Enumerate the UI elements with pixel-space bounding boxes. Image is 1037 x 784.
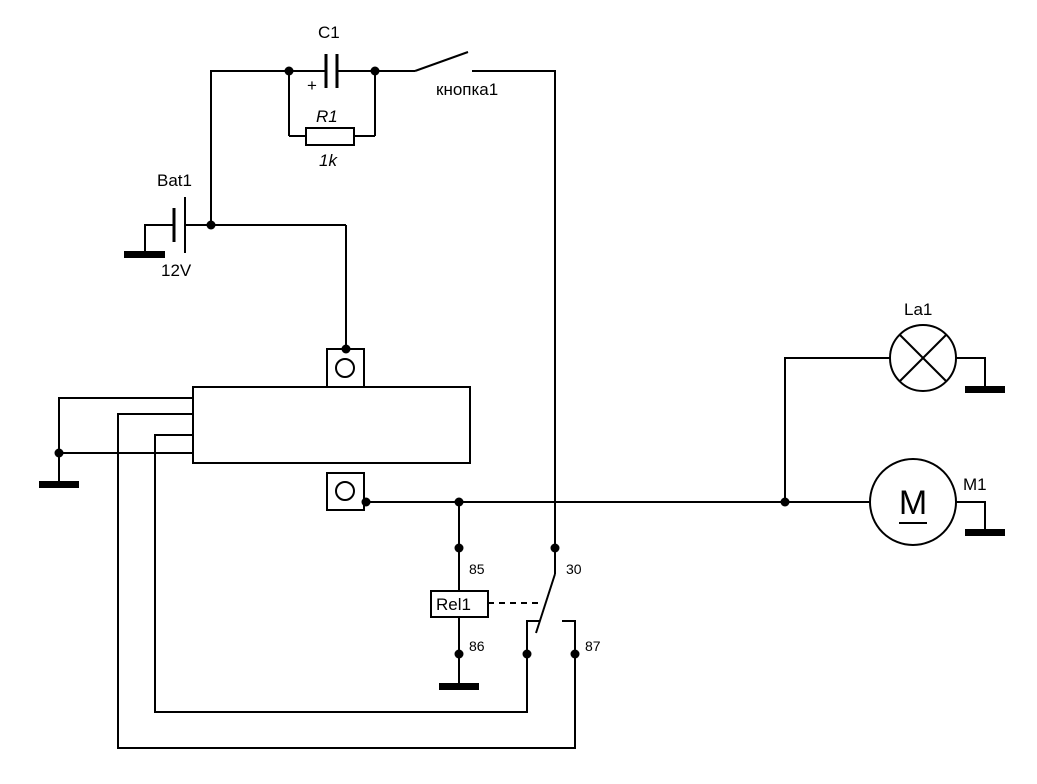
lamp-la1: La1: [889, 300, 1005, 393]
junction-dot: [550, 543, 560, 553]
junction-dot: [54, 448, 64, 458]
junction-dot: [370, 66, 380, 76]
control-module: [192, 348, 471, 511]
ground-symbol: [965, 529, 1005, 536]
motor-symbol-label: M: [899, 484, 927, 522]
pin-30-label: 30: [566, 561, 582, 577]
pin-85-label: 85: [469, 561, 485, 577]
pin-86-label: 86: [469, 638, 485, 654]
resistor-r1: R1 1k: [305, 107, 355, 170]
top-wiring: [210, 70, 556, 548]
junction-dots: [54, 66, 790, 659]
left-wiring: [39, 397, 576, 749]
c1-polarity-label: +: [307, 76, 317, 95]
pin-87-label: 87: [585, 638, 601, 654]
junction-dot: [454, 497, 464, 507]
bat1-label: Bat1: [157, 171, 192, 190]
ground-symbol: [39, 481, 79, 488]
junction-dot: [206, 220, 216, 230]
module-body: [192, 386, 471, 464]
junction-dot: [454, 649, 464, 659]
junction-dot: [361, 497, 371, 507]
junction-dot: [780, 497, 790, 507]
la1-label: La1: [904, 300, 932, 319]
r1-label: R1: [316, 107, 338, 126]
ground-symbol: [124, 251, 165, 258]
junction-dot: [341, 344, 351, 354]
button-label: кнопка1: [436, 80, 498, 99]
junction-dot: [570, 649, 580, 659]
battery-bat1: Bat1 12V: [124, 171, 211, 280]
r1-value-label: 1k: [319, 151, 338, 170]
junction-dot: [522, 649, 532, 659]
bat1-voltage-label: 12V: [161, 261, 192, 280]
relay-label: Rel1: [436, 595, 471, 614]
c1-label: C1: [318, 23, 340, 42]
capacitor-c1: C1 +: [307, 23, 340, 95]
m1-label: M1: [963, 475, 987, 494]
junction-dot: [284, 66, 294, 76]
junction-dot: [454, 543, 464, 553]
motor-m1: M M1: [869, 458, 1005, 546]
relay-rel1: Rel1 85 86 30 87: [430, 548, 601, 690]
ground-symbol: [965, 386, 1005, 393]
ground-symbol: [439, 683, 479, 690]
button-switch: кнопка1: [414, 51, 498, 99]
